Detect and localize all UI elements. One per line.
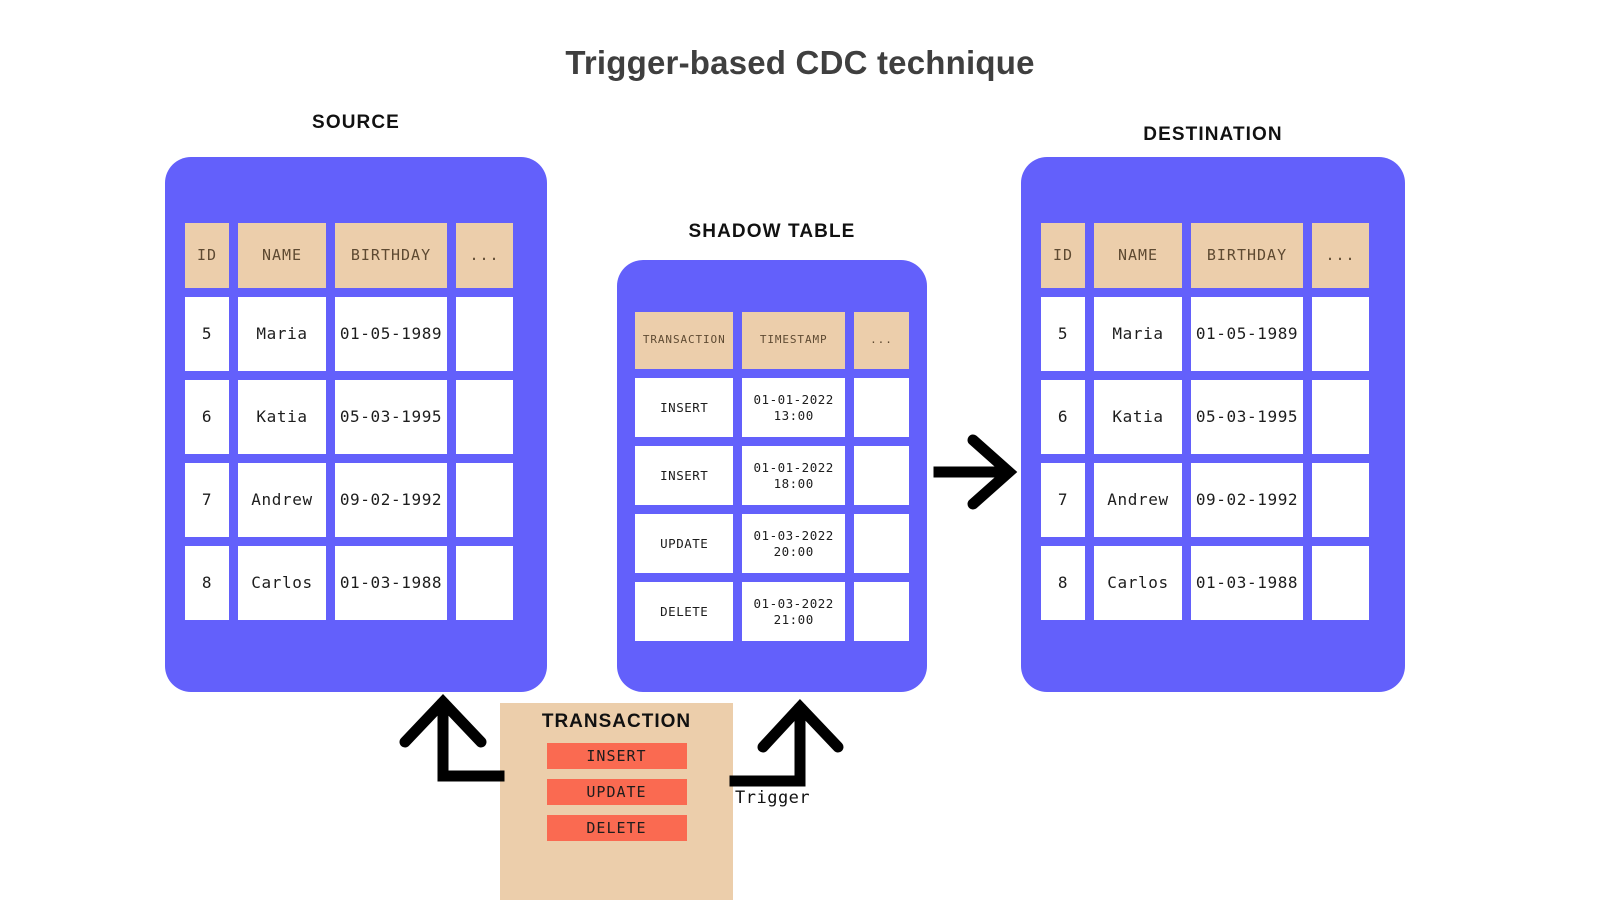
cell-id: 7 — [1041, 463, 1085, 537]
table-row: 7 Andrew 09-02-1992 — [1041, 463, 1385, 537]
cell-more — [1312, 463, 1369, 537]
table-row: 5 Maria 01-05-1989 — [185, 297, 527, 371]
cell-timestamp: 01-01-2022 18:00 — [742, 446, 845, 505]
trigger-label: Trigger — [735, 788, 811, 808]
table-row: DELETE 01-03-2022 21:00 — [635, 582, 910, 641]
cell-more — [853, 378, 910, 437]
destination-table-card: ID NAME BIRTHDAY ... 5 Maria 01-05-1989 … — [1021, 157, 1405, 692]
table-row: 8 Carlos 01-03-1988 — [1041, 546, 1385, 620]
cell-more — [1312, 380, 1369, 454]
cell-name: Maria — [238, 297, 326, 371]
cell-more — [456, 380, 513, 454]
column-header-name: NAME — [238, 223, 326, 288]
cell-birthday: 01-05-1989 — [335, 297, 447, 371]
cell-more — [1312, 297, 1369, 371]
table-row: 7 Andrew 09-02-1992 — [185, 463, 527, 537]
cell-timestamp: 01-03-2022 21:00 — [742, 582, 845, 641]
column-header-birthday: BIRTHDAY — [335, 223, 447, 288]
column-header-transaction: TRANSACTION — [635, 312, 734, 369]
arrow-shadow-to-destination — [933, 434, 1018, 510]
transaction-box: TRANSACTION INSERT UPDATE DELETE — [500, 703, 733, 900]
column-header-more: ... — [456, 223, 513, 288]
transaction-box-title: TRANSACTION — [541, 711, 692, 732]
cell-birthday: 01-03-1988 — [1191, 546, 1303, 620]
column-header-timestamp: TIMESTAMP — [742, 312, 845, 369]
cell-birthday: 09-02-1992 — [335, 463, 447, 537]
cell-name: Andrew — [1094, 463, 1182, 537]
table-header-row: ID NAME BIRTHDAY ... — [185, 223, 527, 288]
transaction-op-update[interactable]: UPDATE — [546, 779, 687, 805]
column-header-id: ID — [1041, 223, 1085, 288]
destination-table-grid: ID NAME BIRTHDAY ... 5 Maria 01-05-1989 … — [1041, 223, 1385, 620]
cell-id: 5 — [1041, 297, 1085, 371]
table-row: 8 Carlos 01-03-1988 — [185, 546, 527, 620]
cell-more — [456, 546, 513, 620]
cell-more — [456, 463, 513, 537]
cell-transaction: UPDATE — [635, 514, 734, 573]
cell-name: Carlos — [1094, 546, 1182, 620]
table-row: 5 Maria 01-05-1989 — [1041, 297, 1385, 371]
table-header-row: ID NAME BIRTHDAY ... — [1041, 223, 1385, 288]
cell-transaction: INSERT — [635, 446, 734, 505]
cell-name: Katia — [238, 380, 326, 454]
cell-birthday: 01-03-1988 — [335, 546, 447, 620]
table-header-row: TRANSACTION TIMESTAMP ... — [635, 312, 910, 369]
page-title: Trigger-based CDC technique — [565, 44, 1035, 81]
table-row: UPDATE 01-03-2022 20:00 — [635, 514, 910, 573]
cell-more — [853, 582, 910, 641]
cell-id: 6 — [1041, 380, 1085, 454]
cell-birthday: 01-05-1989 — [1191, 297, 1303, 371]
column-header-id: ID — [185, 223, 229, 288]
cell-more — [853, 446, 910, 505]
cell-more — [1312, 546, 1369, 620]
column-header-birthday: BIRTHDAY — [1191, 223, 1303, 288]
cell-id: 8 — [1041, 546, 1085, 620]
cell-timestamp: 01-03-2022 20:00 — [742, 514, 845, 573]
column-header-more: ... — [1312, 223, 1369, 288]
cell-name: Andrew — [238, 463, 326, 537]
cell-more — [853, 514, 910, 573]
shadow-table-grid: TRANSACTION TIMESTAMP ... INSERT 01-01-2… — [635, 312, 910, 641]
cell-birthday: 05-03-1995 — [335, 380, 447, 454]
table-row: 6 Katia 05-03-1995 — [1041, 380, 1385, 454]
cell-id: 6 — [185, 380, 229, 454]
shadow-table-caption: SHADOW TABLE — [688, 221, 856, 242]
arrow-transaction-to-source — [399, 694, 505, 782]
shadow-table-card: TRANSACTION TIMESTAMP ... INSERT 01-01-2… — [617, 260, 927, 692]
cell-timestamp: 01-01-2022 13:00 — [742, 378, 845, 437]
destination-caption: DESTINATION — [1143, 124, 1283, 145]
source-table-grid: ID NAME BIRTHDAY ... 5 Maria 01-05-1989 … — [185, 223, 527, 620]
table-row: INSERT 01-01-2022 13:00 — [635, 378, 910, 437]
cell-id: 5 — [185, 297, 229, 371]
cell-birthday: 05-03-1995 — [1191, 380, 1303, 454]
cell-transaction: INSERT — [635, 378, 734, 437]
cell-name: Katia — [1094, 380, 1182, 454]
cell-id: 8 — [185, 546, 229, 620]
table-row: INSERT 01-01-2022 18:00 — [635, 446, 910, 505]
column-header-name: NAME — [1094, 223, 1182, 288]
cell-more — [456, 297, 513, 371]
cell-id: 7 — [185, 463, 229, 537]
transaction-op-insert[interactable]: INSERT — [546, 743, 687, 769]
cell-transaction: DELETE — [635, 582, 734, 641]
source-caption: SOURCE — [312, 112, 400, 133]
cell-birthday: 09-02-1992 — [1191, 463, 1303, 537]
table-row: 6 Katia 05-03-1995 — [185, 380, 527, 454]
cell-name: Maria — [1094, 297, 1182, 371]
cell-name: Carlos — [238, 546, 326, 620]
column-header-more: ... — [853, 312, 910, 369]
source-table-card: ID NAME BIRTHDAY ... 5 Maria 01-05-1989 … — [165, 157, 547, 692]
transaction-op-delete[interactable]: DELETE — [546, 815, 687, 841]
arrow-transaction-to-shadow — [729, 698, 844, 787]
